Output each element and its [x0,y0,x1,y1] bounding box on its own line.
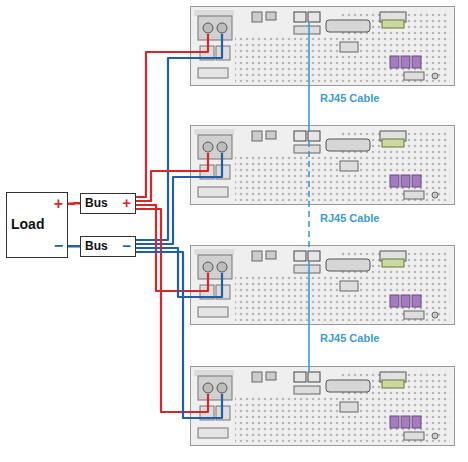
cable-label: RJ45 Cable [318,92,381,104]
bus-box: Bus − [80,236,136,257]
negative-wire [136,153,222,244]
load-box: + Load− [6,192,68,258]
cable-label: RJ45 Cable [318,212,381,224]
node-label: Load [11,217,44,232]
bus-box: Bus + [80,193,136,214]
bus-label: Bus [85,197,108,210]
negative-wire [136,248,222,297]
polarity-sign: − [122,238,131,255]
bus-label: Bus [85,240,108,253]
polarity-sign: + [122,195,131,212]
polarity-sign: − [54,237,63,255]
cable-label: RJ45 Cable [318,332,381,344]
polarity-sign: + [54,195,63,213]
negative-wire [136,252,222,418]
power-connector [68,202,80,205]
positive-wire [136,209,208,412]
power-connector [68,245,80,248]
